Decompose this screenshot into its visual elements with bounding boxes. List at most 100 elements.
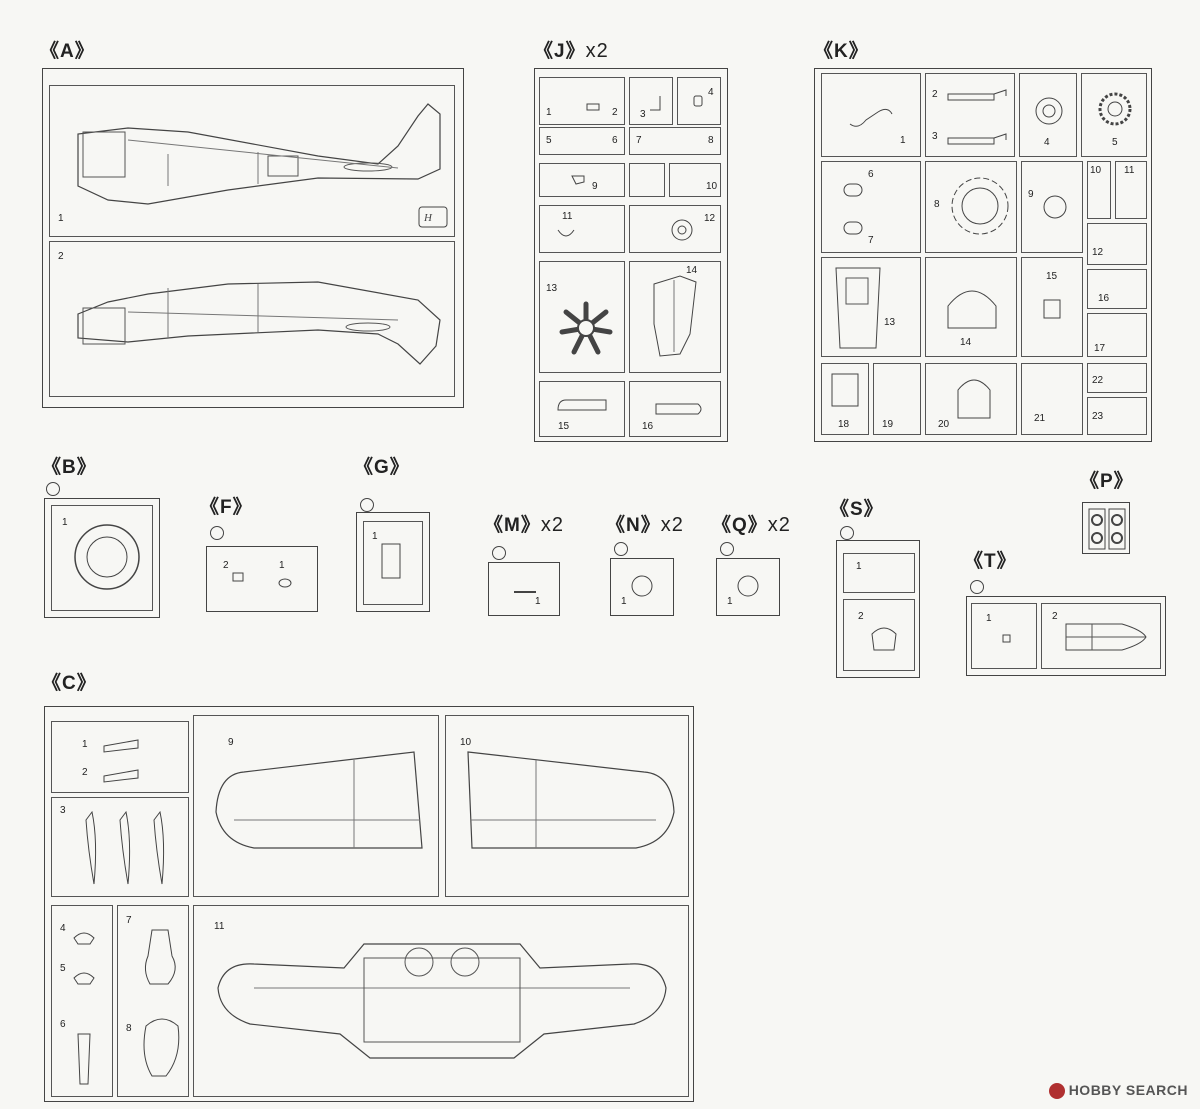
part-cell-k14: 14 — [925, 257, 1017, 357]
sprue-gate-icon — [720, 542, 734, 556]
wing-lower-icon — [214, 938, 670, 1078]
poly-cap-icon — [1087, 507, 1127, 551]
part-number: 20 — [938, 419, 950, 430]
small-part-icon — [842, 182, 868, 238]
part-number: 22 — [1092, 375, 1104, 386]
panel-part-icon — [1042, 298, 1064, 322]
sprue-frame-c: 1 2 3 9 10 4 5 6 7 8 11 — [44, 706, 694, 1102]
part-number: 2 — [858, 611, 864, 622]
section-b-title: 《B》 — [42, 457, 97, 478]
part-cell-k13: 13 — [821, 257, 921, 357]
part-cell-c11: 11 — [193, 905, 689, 1097]
section-c-title: 《C》 — [42, 673, 97, 694]
part-number: 8 — [126, 1023, 132, 1034]
part-number: 10 — [460, 737, 472, 748]
part-cell-k17: 17 — [1087, 313, 1147, 357]
part-number: 1 — [535, 596, 541, 607]
part-cell-k11: 11 — [1115, 161, 1147, 219]
watermark: HOBBY SEARCH — [1048, 1082, 1188, 1099]
part-number: 3 — [932, 131, 938, 142]
cowl-ring-icon — [948, 174, 1012, 238]
small-part-icon — [692, 94, 704, 108]
part-number: 18 — [838, 419, 850, 430]
disc-part-icon — [629, 573, 655, 599]
part-number: 14 — [960, 337, 972, 348]
part-cell-c10: 10 — [445, 715, 689, 897]
part-number: 2 — [1052, 611, 1058, 622]
section-s-title: 《S》 — [830, 499, 884, 520]
part-number: 1 — [279, 560, 285, 571]
part-cell-a2: 2 — [49, 241, 455, 397]
section-t-title: 《T》 — [964, 551, 1017, 572]
part-number: 4 — [60, 923, 66, 934]
part-number: 1 — [546, 107, 552, 118]
part-cell-k22: 22 — [1087, 363, 1147, 393]
part-number: 5 — [60, 963, 66, 974]
strut-part-icon — [946, 90, 1010, 150]
small-part-icon — [1002, 634, 1012, 644]
sprue-frame-a: 1 H 2 — [42, 68, 464, 408]
part-number: 1 — [900, 135, 906, 146]
sprue-gate-icon — [46, 482, 60, 496]
part-number: 1 — [62, 517, 68, 528]
part-cell-a1: 1 H — [49, 85, 455, 237]
part-number: 15 — [1046, 271, 1058, 282]
part-number: 1 — [986, 613, 992, 624]
part-cell-k10: 10 — [1087, 161, 1111, 219]
cockpit-floor-icon — [834, 266, 882, 350]
part-number: 1 — [372, 531, 378, 542]
sprue-gate-icon — [614, 542, 628, 556]
part-number: 17 — [1094, 343, 1106, 354]
part-cell-j7-8: 7 8 — [629, 127, 721, 155]
part-number: 2 — [82, 767, 88, 778]
part-number: 1 — [856, 561, 862, 572]
part-cell-k18: 18 — [821, 363, 869, 435]
part-number: 3 — [640, 109, 646, 120]
part-number: 2 — [612, 107, 618, 118]
part-number: 2 — [223, 560, 229, 571]
part-cell-c1-2: 1 2 — [51, 721, 189, 793]
part-number: 8 — [934, 199, 940, 210]
canopy-icon — [1062, 620, 1148, 654]
small-part-icon — [231, 571, 247, 585]
small-part-icon — [72, 926, 98, 1056]
sprue-gate-icon — [840, 526, 854, 540]
section-a-title: 《A》 — [40, 41, 95, 62]
part-number: 10 — [1090, 165, 1102, 176]
part-cell-k2-3: 2 3 — [925, 73, 1015, 157]
rod-part-icon — [513, 589, 537, 595]
wheel-hub-icon — [1034, 96, 1064, 126]
part-cell-t2: 2 — [1041, 603, 1161, 669]
disc-part-icon — [1042, 194, 1068, 220]
part-cell-j-row1: 1 2 — [539, 77, 625, 125]
sprue-frame-f: 2 1 — [206, 546, 318, 612]
small-part-icon — [102, 736, 142, 784]
hasegawa-logo-icon: H — [418, 206, 448, 228]
hobbysearch-logo-icon — [1048, 1083, 1065, 1099]
part-cell-c3: 3 — [51, 797, 189, 897]
small-part-icon — [556, 396, 612, 414]
part-cell-j15: 15 — [539, 381, 625, 437]
part-cell-j3: 3 — [629, 77, 673, 125]
small-part-icon — [277, 577, 293, 589]
part-cell-b1: 1 — [51, 505, 153, 611]
section-g-title: 《G》 — [354, 457, 410, 478]
section-q-title: 《Q》x2 — [712, 514, 791, 536]
small-part-icon — [654, 400, 706, 418]
part-number: 11 — [1124, 165, 1135, 176]
wing-upper-right-icon — [466, 750, 676, 850]
fuselage-half-right-icon — [68, 264, 438, 384]
seat-part-icon — [830, 372, 862, 412]
svg-text:H: H — [423, 212, 433, 224]
part-number: 7 — [636, 135, 642, 146]
panel-part-icon — [650, 274, 700, 358]
part-cell-c9: 9 — [193, 715, 439, 897]
part-number: 11 — [214, 921, 225, 932]
part-cell-k16: 16 — [1087, 269, 1147, 309]
wing-upper-left-icon — [214, 750, 424, 850]
sprue-frame-j: 1 2 3 4 5 6 7 8 9 10 11 12 13 — [534, 68, 728, 442]
sprue-gate-icon — [360, 498, 374, 512]
section-k-title: 《K》 — [814, 41, 869, 62]
part-number: 2 — [58, 251, 64, 262]
part-cell-j12: 12 — [629, 205, 721, 253]
